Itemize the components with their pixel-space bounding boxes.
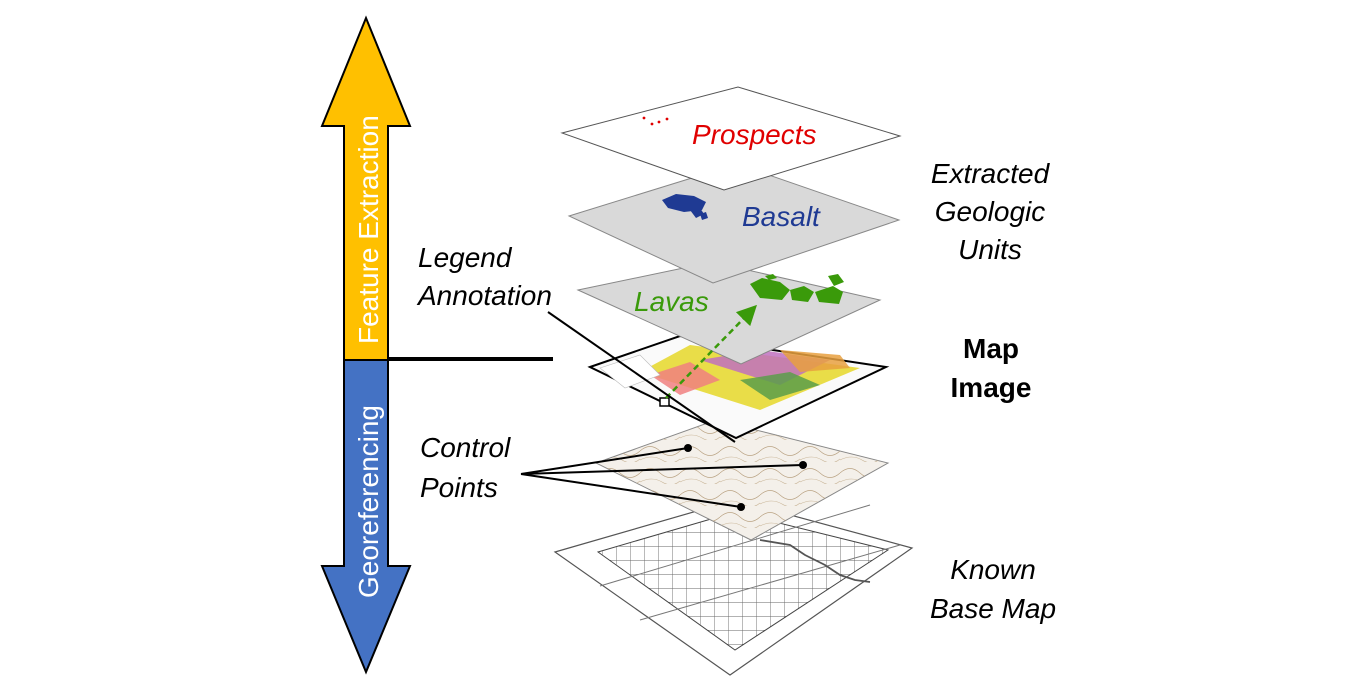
basalt-layer: Basalt (567, 163, 901, 284)
base-map-grid (596, 511, 890, 651)
control-point-3 (737, 503, 745, 511)
control-point-2 (799, 461, 807, 469)
control-label-line2: Points (420, 472, 498, 503)
workflow-axis-arrow: Feature Extraction Georeferencing (320, 15, 412, 675)
base-map-line1: Known (950, 554, 1036, 585)
extracted-units-line3: Units (958, 234, 1022, 265)
control-point-1 (684, 444, 692, 452)
map-image-line1: Map (963, 333, 1019, 364)
basalt-label: Basalt (742, 201, 821, 232)
georeferencing-arrow (320, 359, 412, 675)
legend-to-lavas-arrow (665, 304, 757, 399)
feature-extraction-arrow (320, 15, 412, 361)
prospects-sheet (560, 86, 902, 191)
legend-annotation-box (659, 397, 670, 407)
legend-label-line2: Annotation (416, 280, 552, 311)
basalt-patches (662, 194, 708, 220)
extracted-units-line2: Geologic (935, 196, 1046, 227)
topographic-layer (594, 419, 890, 541)
legend-leader-line (547, 311, 736, 443)
extracted-units-line1: Extracted (931, 158, 1051, 189)
base-map-layer (553, 499, 914, 676)
control-label-line1: Control (420, 432, 511, 463)
feature-extraction-label: Feature Extraction (353, 115, 384, 344)
lavas-label: Lavas (634, 286, 709, 317)
map-image-line2: Image (951, 372, 1032, 403)
lavas-patches (750, 274, 844, 304)
map-image-layer (587, 334, 890, 440)
legend-label-line1: Legend (418, 242, 513, 273)
basalt-sheet (567, 163, 901, 284)
lavas-layer: Lavas (576, 261, 882, 399)
base-map-line2: Base Map (930, 593, 1056, 624)
prospects-layer: Prospects (560, 86, 902, 191)
georeferencing-label: Georeferencing (353, 405, 384, 598)
prospect-points (642, 116, 669, 126)
control-point-leaders (520, 444, 807, 511)
prospects-label: Prospects (692, 119, 817, 150)
base-map-state-boundary (759, 539, 871, 583)
